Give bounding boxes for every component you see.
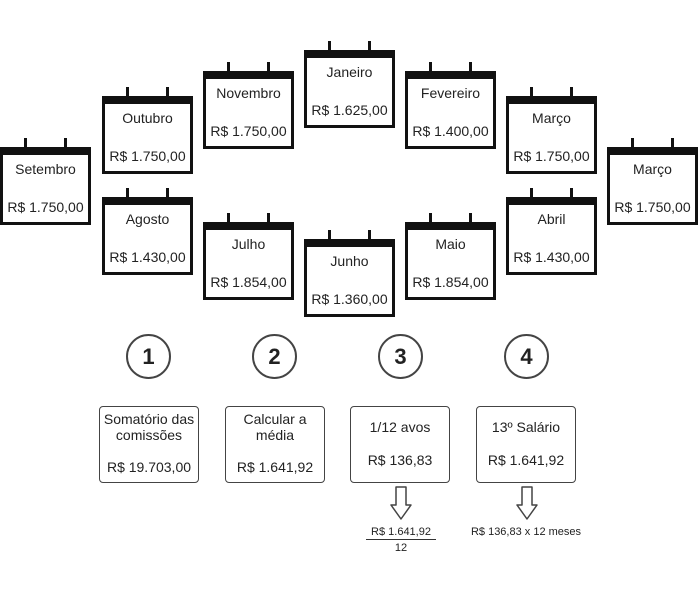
calendar-value: R$ 1.400,00 [412, 123, 489, 139]
calendar-abril: Abril R$ 1.430,00 [506, 188, 597, 275]
calendar-julho: Julho R$ 1.854,00 [203, 213, 294, 300]
step-box-13th-salary: 13º Salário R$ 1.641,92 [476, 406, 576, 483]
binder-ring [166, 188, 169, 202]
calendar-maio: Maio R$ 1.854,00 [405, 213, 496, 300]
calendar-month: Outubro [122, 110, 173, 126]
calendar-marco-right: Março R$ 1.750,00 [607, 138, 698, 225]
calendar-janeiro: Janeiro R$ 1.625,00 [304, 41, 395, 128]
calendar-value: R$ 1.430,00 [513, 249, 590, 265]
calendar-month: Julho [231, 236, 266, 252]
binder-ring [570, 87, 573, 101]
step-box-average: Calcular a média R$ 1.641,92 [225, 406, 325, 483]
binder-ring [126, 87, 129, 101]
calendar-month: Março [532, 110, 571, 126]
calendar-value: R$ 1.854,00 [412, 274, 489, 290]
calendar-month: Junho [330, 253, 369, 269]
step-title: 13º Salário [491, 419, 561, 435]
step-title: 1/12 avos [369, 419, 431, 435]
calendar-month: Setembro [15, 161, 76, 177]
step-value: R$ 1.641,92 [487, 452, 565, 468]
binder-ring [267, 62, 270, 76]
binder-ring [429, 62, 432, 76]
binder-ring [64, 138, 67, 152]
calendar-month: Agosto [125, 211, 170, 227]
calendar-fevereiro: Fevereiro R$ 1.400,00 [405, 62, 496, 149]
binder-ring [368, 41, 371, 55]
step-box-sum: Somatório das comissões R$ 19.703,00 [99, 406, 199, 483]
binder-ring [368, 230, 371, 244]
step-number-3: 3 [378, 334, 423, 379]
binder-ring [328, 41, 331, 55]
step-value: R$ 1.641,92 [236, 459, 314, 475]
binder-ring [570, 188, 573, 202]
step-number-2: 2 [252, 334, 297, 379]
calendar-setembro: Setembro R$ 1.750,00 [0, 138, 91, 225]
binder-ring [469, 213, 472, 227]
fraction-denominator: 12 [394, 542, 408, 554]
step-title: Calcular a média [243, 411, 307, 443]
binder-ring [267, 213, 270, 227]
calendar-novembro: Novembro R$ 1.750,00 [203, 62, 294, 149]
step-value: R$ 136,83 [367, 452, 433, 468]
calendar-outubro: Outubro R$ 1.750,00 [102, 87, 193, 174]
multiplication-note: R$ 136,83 x 12 meses [470, 526, 582, 538]
calendar-value: R$ 1.750,00 [7, 199, 84, 215]
calendar-month: Fevereiro [420, 85, 481, 101]
binder-ring [530, 188, 533, 202]
fraction-numerator: R$ 1.641,92 [366, 526, 436, 540]
binder-ring [227, 62, 230, 76]
binder-ring [469, 62, 472, 76]
calendar-junho: Junho R$ 1.360,00 [304, 230, 395, 317]
binder-ring [429, 213, 432, 227]
step-title: Somatório das comissões [103, 411, 195, 443]
fraction-formula: R$ 1.641,92 12 [366, 526, 436, 554]
binder-ring [530, 87, 533, 101]
calendar-value: R$ 1.430,00 [109, 249, 186, 265]
down-arrow-icon [390, 486, 412, 520]
calendar-value: R$ 1.360,00 [311, 291, 388, 307]
calendar-month: Novembro [216, 85, 281, 101]
binder-ring [631, 138, 634, 152]
calendar-agosto: Agosto R$ 1.430,00 [102, 188, 193, 275]
step-number-4: 4 [504, 334, 549, 379]
calendar-month: Janeiro [326, 64, 373, 80]
calendar-month: Março [633, 161, 672, 177]
binder-ring [166, 87, 169, 101]
calendar-value: R$ 1.750,00 [513, 148, 590, 164]
binder-ring [227, 213, 230, 227]
step-box-twelfth: 1/12 avos R$ 136,83 [350, 406, 450, 483]
calendar-value: R$ 1.854,00 [210, 274, 287, 290]
binder-ring [126, 188, 129, 202]
calendar-value: R$ 1.625,00 [311, 102, 388, 118]
step-number-1: 1 [126, 334, 171, 379]
calendar-marco: Março R$ 1.750,00 [506, 87, 597, 174]
calendar-value: R$ 1.750,00 [210, 123, 287, 139]
down-arrow-icon [516, 486, 538, 520]
step-value: R$ 19.703,00 [106, 459, 192, 475]
calendar-month: Abril [537, 211, 566, 227]
calendar-value: R$ 1.750,00 [109, 148, 186, 164]
binder-ring [24, 138, 27, 152]
calendar-month: Maio [435, 236, 466, 252]
binder-ring [328, 230, 331, 244]
calendar-value: R$ 1.750,00 [614, 199, 691, 215]
binder-ring [671, 138, 674, 152]
